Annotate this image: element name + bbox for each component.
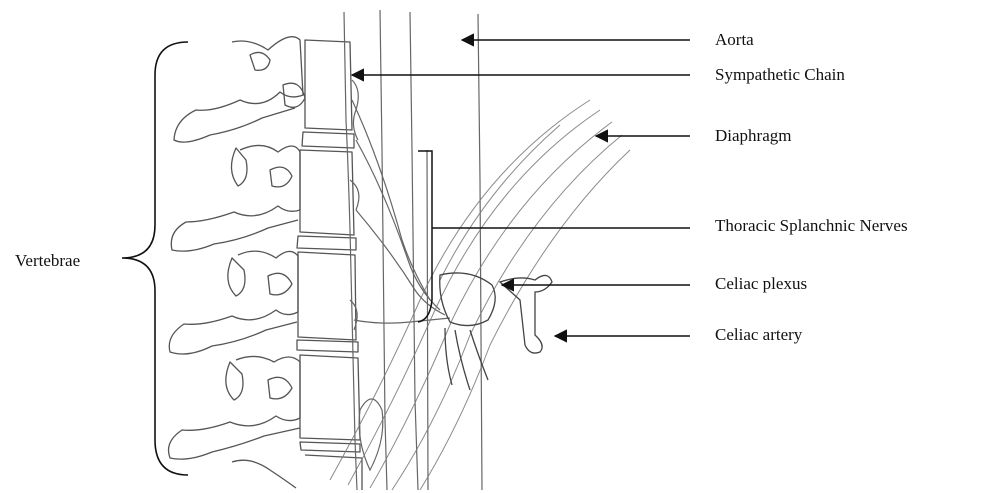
vertebral-column — [169, 37, 363, 490]
label-diaphragm: Diaphragm — [715, 126, 791, 146]
label-aorta: Aorta — [715, 30, 754, 50]
splanchnic-bracket — [418, 151, 690, 322]
label-thoracic-splanchnic-nerves: Thoracic Splanchnic Nerves — [715, 216, 908, 236]
label-celiac-artery: Celiac artery — [715, 325, 802, 345]
label-vertebrae: Vertebrae — [15, 251, 80, 271]
vertebrae-brace — [122, 42, 188, 475]
label-sympathetic-chain: Sympathetic Chain — [715, 65, 845, 85]
label-celiac-plexus: Celiac plexus — [715, 274, 807, 294]
aorta-and-chain — [344, 10, 482, 490]
celiac-structures — [440, 273, 552, 390]
